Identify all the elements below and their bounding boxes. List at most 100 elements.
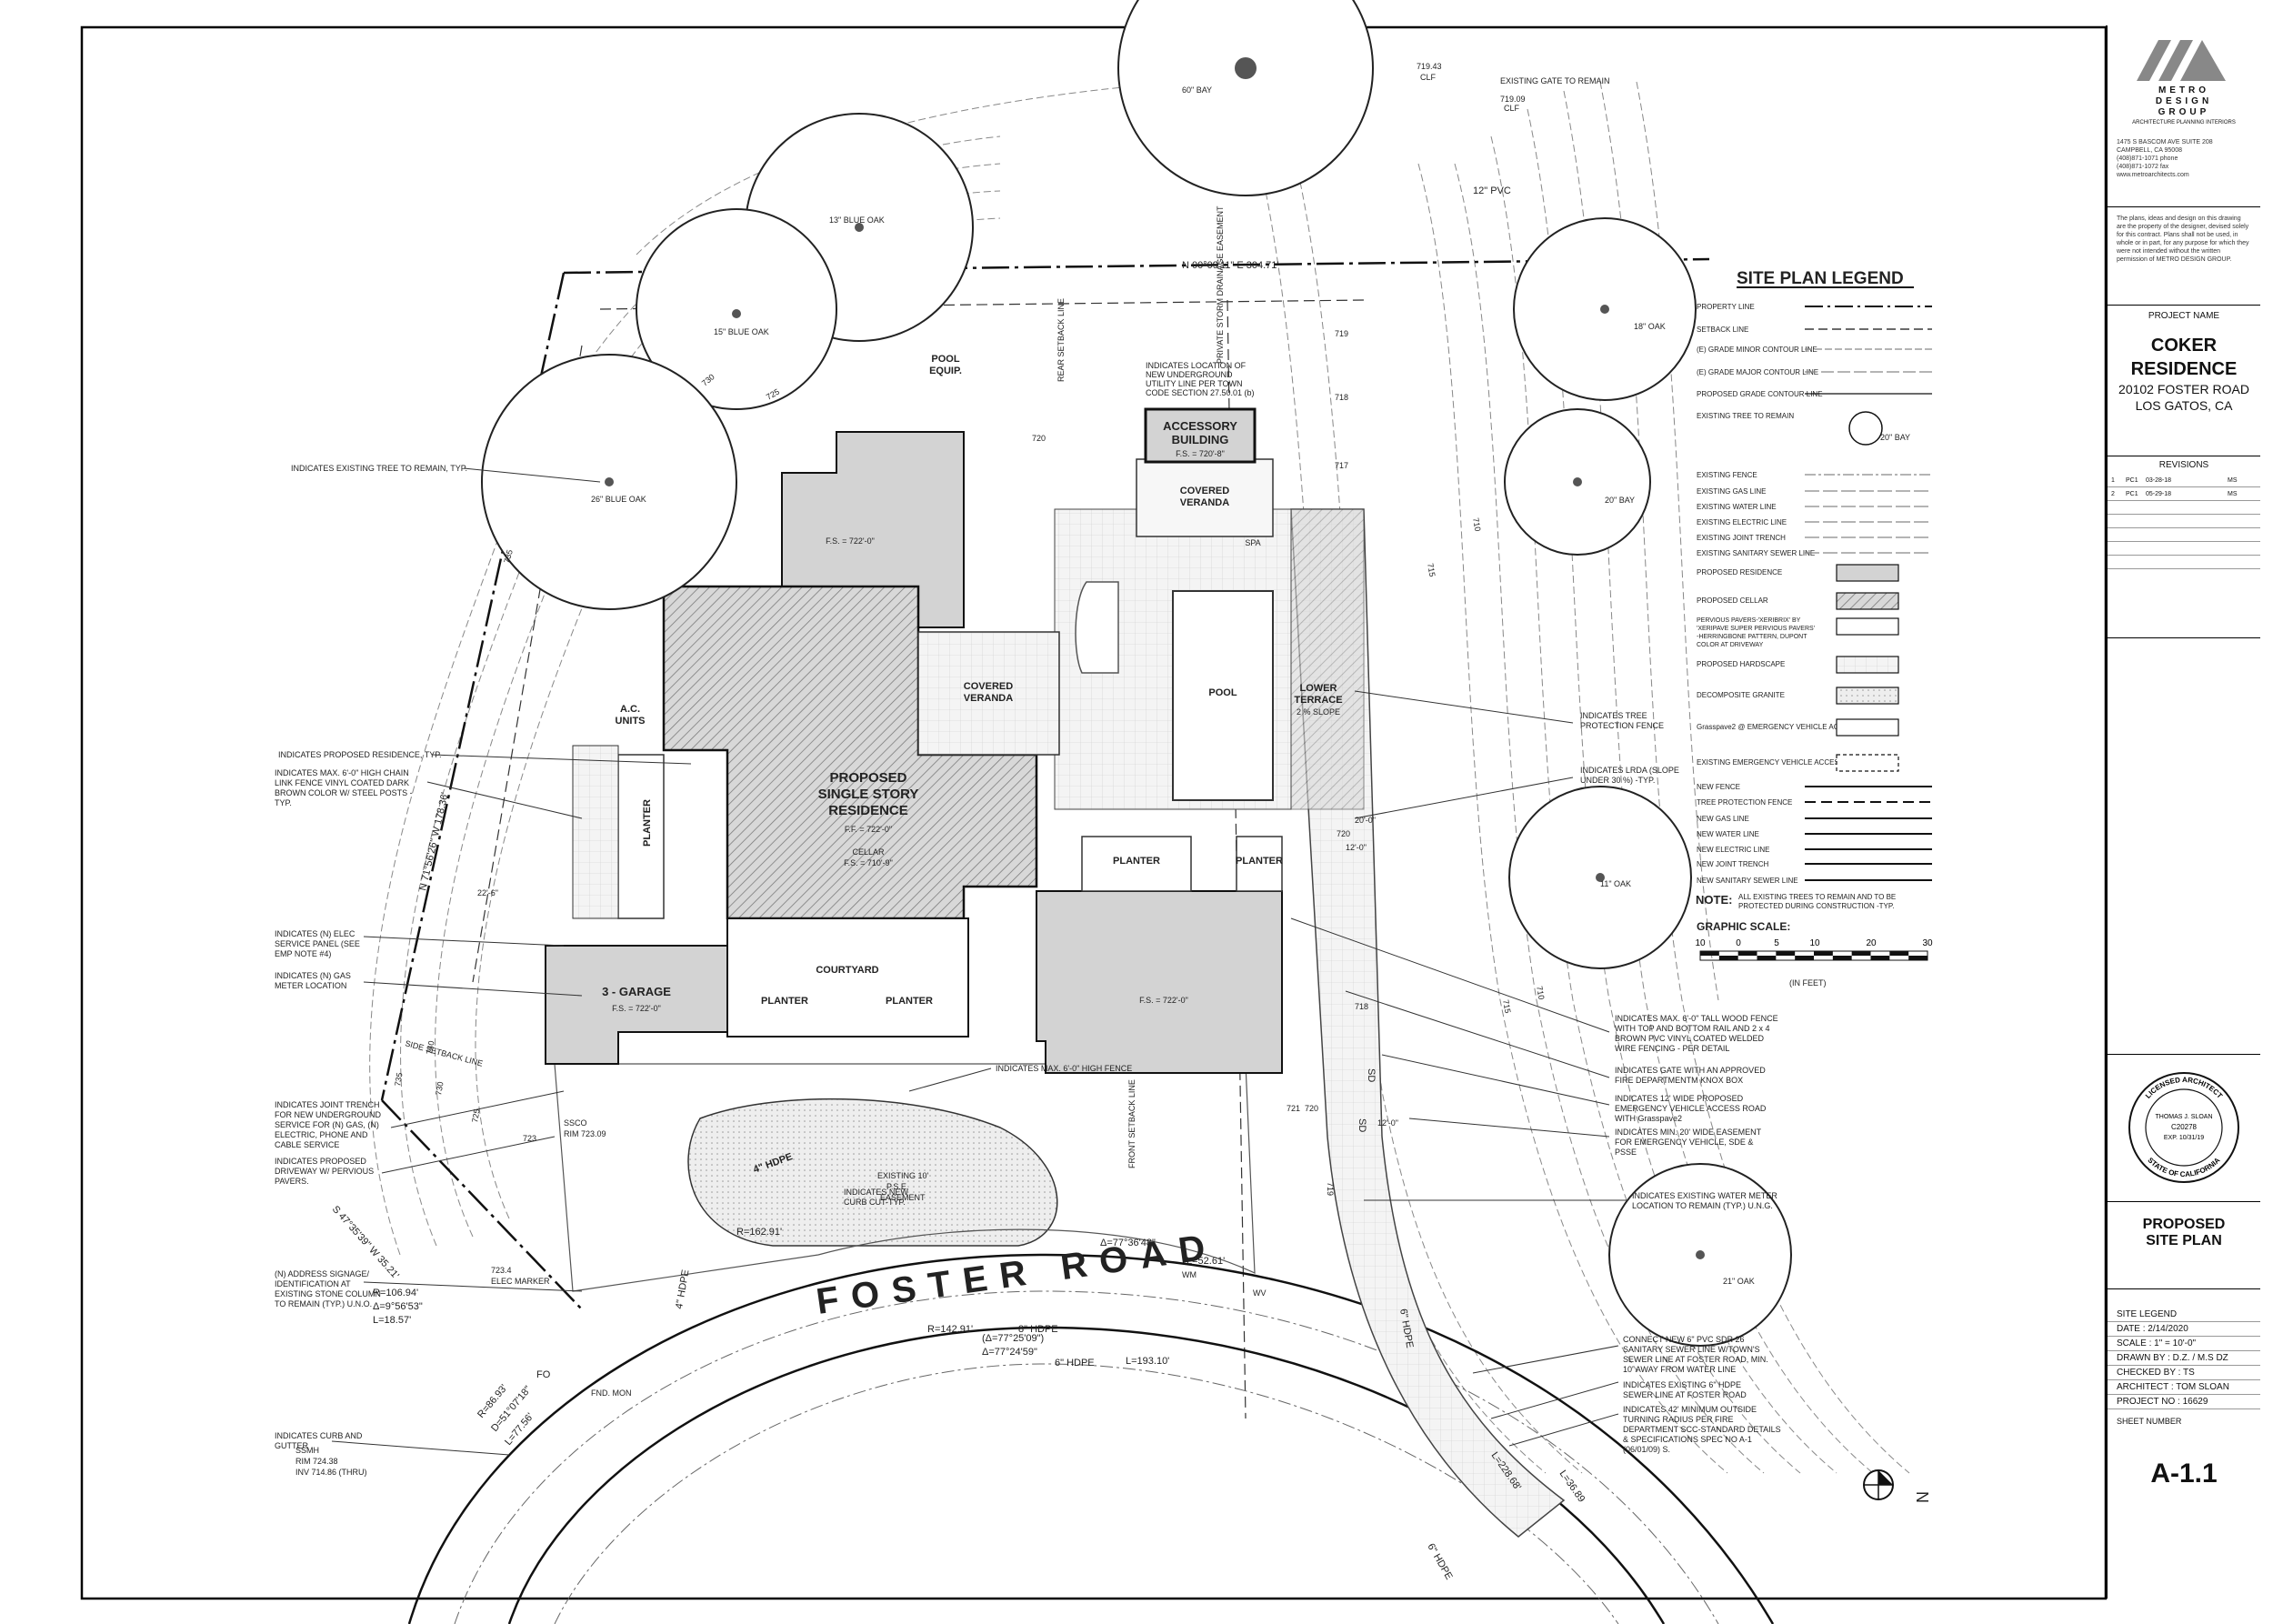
firm-name-1: METRO (2158, 85, 2210, 95)
planter-east-2 (1236, 836, 1283, 892)
driveway-island (687, 1098, 1058, 1247)
svg-text:715: 715 (1426, 563, 1437, 578)
legend-item-label: EXISTING FENCE (1697, 471, 1757, 479)
stamp-section: LICENSED ARCHITECT STATE OF CALIFORNIA T… (2108, 1055, 2260, 1202)
residence-label-2: SINGLE STORY (818, 787, 919, 802)
callout-address-signage: (N) ADDRESS SIGNAGE/ IDENTIFICATION AT E… (275, 1269, 381, 1308)
garage-label: 3 - GARAGE (602, 985, 671, 998)
curve-left-d: Δ=9°56'53" (373, 1301, 423, 1312)
legend-item-label: NEW GAS LINE (1697, 815, 1749, 823)
scale-segment (1832, 956, 1852, 960)
svg-text:740: 740 (425, 1040, 436, 1056)
firm-address-4: (408)871-1072 fax (2117, 164, 2169, 170)
courtyard-block (726, 917, 969, 1038)
legend-symbol (1836, 617, 1899, 636)
veranda-top-2: VERANDA (1180, 497, 1229, 508)
lower-terrace-1: LOWER (1300, 683, 1337, 694)
drainage-easement: PRIVATE STORM DRAINAGE EASEMENT (1216, 206, 1225, 364)
pse-label-2: P.S.E. (886, 1182, 908, 1191)
callout-chain-fence: INDICATES MAX. 6'-0" HIGH CHAIN LINK FEN… (275, 768, 413, 807)
veranda-top-1: COVERED (1180, 486, 1229, 496)
revision-cell-code: PC1 (2126, 490, 2138, 497)
revision-cell-code: PC1 (2126, 476, 2138, 484)
svg-text:735: 735 (502, 548, 515, 564)
firm-address-3: (408)871-1071 phone (2117, 155, 2178, 162)
legend-item-label: SETBACK LINE (1697, 326, 1748, 334)
legend-item-label: PERVIOUS PAVERS-'XERIBRIX' BY 'XERIPAVE … (1697, 617, 1815, 648)
pool-equip-2: EQUIP. (929, 366, 962, 376)
tree-label-21-oak: 21" OAK (1723, 1277, 1755, 1286)
legend-tree-label: 20" BAY (1880, 433, 1910, 442)
project-heading: PROJECT NAME (2148, 311, 2220, 321)
scale-segment (1718, 956, 1738, 960)
planter-east-1 (1081, 836, 1192, 892)
hdpe-6-b: 6" HDPE (1055, 1358, 1095, 1368)
stamp-exp: EXP. 10/31/19 (2164, 1135, 2204, 1141)
ssco-label: SSCO (564, 1118, 587, 1128)
sheet-architect: ARCHITECT : TOM SLOAN (2108, 1380, 2260, 1395)
wm-label: WM (1182, 1270, 1197, 1279)
callout-max-fence: INDICATES MAX. 6'-0" HIGH FENCE (996, 1064, 1132, 1073)
sd-label-1: SD (1366, 1068, 1377, 1082)
pool-equip-1: POOL (931, 354, 959, 365)
svg-text:715: 715 (1501, 999, 1512, 1015)
callout-tree-protection: INDICATES TREE PROTECTION FENCE (1580, 711, 1664, 730)
legend-item-label: PROPOSED HARDSCAPE (1697, 660, 1785, 668)
curve-left-r: R=106.94' (373, 1288, 418, 1298)
lower-terrace-slope: 2 % SLOPE (1297, 707, 1340, 717)
utility-note-1: INDICATES LOCATION OF (1146, 361, 1247, 370)
svg-text:719: 719 (1326, 1182, 1335, 1196)
rear-setback-label: REAR SETBACK LINE (1056, 298, 1066, 382)
veranda-mid-1: COVERED (964, 681, 1013, 692)
legend-symbol (1836, 718, 1899, 737)
svg-text:718: 718 (1355, 1002, 1368, 1011)
sheet-legend-ref: SITE LEGEND (2108, 1308, 2260, 1322)
firm-name-2: DESIGN (2155, 96, 2213, 106)
accessory-label-1: ACCESSORY (1163, 419, 1237, 433)
pool (1172, 590, 1274, 801)
clf-elev-2: 719.09 (1500, 95, 1526, 104)
tree-label-20-bay: 20" BAY (1605, 496, 1635, 505)
firm-logo-icon (2137, 40, 2226, 81)
revision-cell-num: 1 (2111, 476, 2115, 484)
garage-fs: F.S. = 722'-0" (612, 1004, 661, 1013)
scale-segment (1908, 956, 1928, 960)
callout-evac-road: INDICATES 12' WIDE PROPOSED EMERGENCY VE… (1615, 1094, 1766, 1123)
legend-item-label: PROPOSED CELLAR (1697, 596, 1768, 605)
utility-note-3: UTILITY LINE PER TOWN (1146, 379, 1243, 388)
title-block: METRO DESIGN GROUP ARCHITECTURE PLANNING… (2106, 25, 2260, 1599)
road-r-inner: R=162.91' (736, 1227, 782, 1238)
hdpe-4-b: 4" HDPE (674, 1268, 691, 1309)
sheet-title-1: PROPOSED (2142, 1217, 2226, 1232)
scale-segment (1851, 951, 1871, 956)
callout-turning-radius: INDICATES 42' MINIMUM OUTSIDE TURNING RA… (1623, 1405, 1781, 1454)
scale-segment (1814, 951, 1833, 956)
utility-note-2: NEW UNDERGROUND (1146, 370, 1233, 379)
project-address-1: 20102 FOSTER ROAD (2118, 382, 2249, 396)
revision-cell-by: MS (2228, 476, 2238, 484)
pool-deck (1075, 581, 1119, 674)
dim-12a: 12'-0" (1346, 843, 1367, 852)
tree-60-bay (1117, 0, 1374, 196)
legend-item-label: DECOMPOSITE GRANITE (1697, 691, 1785, 699)
svg-text:717: 717 (1335, 461, 1348, 470)
road-sewer-lines (454, 1290, 1719, 1624)
scale-frame (1699, 950, 1928, 961)
leader-lines (331, 467, 1627, 1456)
callout-elec-panel: INDICATES (N) ELEC SERVICE PANEL (SEE EM… (275, 929, 360, 958)
firm-tagline: ARCHITECTURE PLANNING INTERIORS (2132, 120, 2236, 125)
callout-easement: INDICATES MIN. 20' WIDE EASEMENT FOR EME… (1615, 1128, 1761, 1155)
scale-segment (1757, 956, 1777, 960)
tree-label-15-blue-oak: 15" BLUE OAK (714, 327, 769, 336)
revision-cell-by: MS (2228, 490, 2238, 497)
scale-tick-label: 0 (1736, 938, 1741, 948)
legend-title: SITE PLAN LEGEND (1737, 269, 1904, 288)
road-delta-inner: Δ=77°36'48" (1100, 1238, 1156, 1248)
legend-item-label: NEW ELECTRIC LINE (1697, 846, 1769, 854)
veranda-mid-2: VERANDA (964, 693, 1013, 704)
project-section: PROJECT NAME COKER RESIDENCE 20102 FOSTE… (2108, 306, 2260, 456)
residence-label-1: PROPOSED (829, 770, 906, 786)
cellar-label: CELLAR (852, 847, 885, 857)
legend-symbol (1836, 564, 1899, 582)
